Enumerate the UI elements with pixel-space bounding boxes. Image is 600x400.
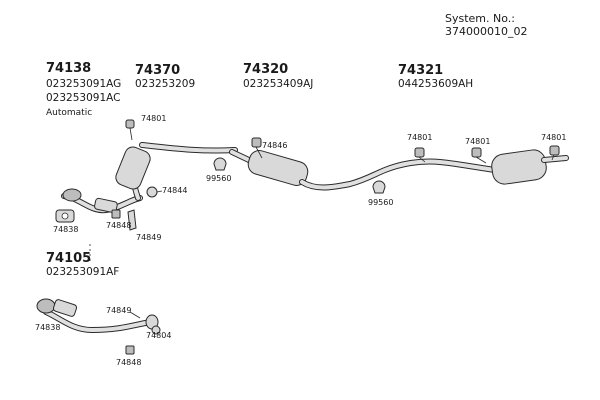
rear-silencer-74321 (491, 149, 569, 185)
callout-74801-b: 74801 (407, 133, 433, 142)
group-74138-number: 74138 (46, 61, 92, 76)
hanger-74801-d (549, 145, 560, 161)
group-74321-number: 74321 (398, 63, 444, 78)
callout-99560-b: 99560 (368, 198, 394, 207)
catalyst-body-lower (52, 299, 78, 317)
center-silencer-body (247, 150, 309, 186)
callout-74838-a: 74838 (53, 225, 79, 234)
callout-74804: 74804 (146, 331, 172, 340)
group-74105-code: 023253091AF (46, 266, 120, 278)
group-74370-code: 023253209 (135, 78, 196, 90)
gasket-74849-b (129, 311, 141, 319)
callout-74838-b: 74838 (35, 323, 61, 332)
middle-silencer-body (115, 146, 151, 190)
callout-74848-b: 74848 (116, 358, 142, 367)
group-74320-number: 74320 (243, 62, 289, 77)
gasket-74804 (151, 325, 161, 335)
callout-99560-a: 99560 (206, 174, 232, 183)
group-74370-number: 74370 (135, 63, 181, 78)
callout-74849-b: 74849 (106, 306, 132, 315)
gasket-74838-a (55, 209, 75, 223)
clamp-99560-b (372, 180, 386, 194)
catalyst-flange (62, 188, 82, 202)
callout-74801-a: 74801 (141, 114, 167, 123)
group-74320-code: 023253409AJ (243, 78, 314, 90)
group-74321-code: 044253609AH (398, 78, 474, 90)
callout-74801-c: 74801 (465, 137, 491, 146)
group-74138-note: Automatic (46, 108, 93, 118)
callout-74849-a: 74849 (136, 233, 162, 242)
center-pipe-74320 (229, 149, 498, 191)
hanger-74846 (251, 137, 263, 159)
system-number: System. No.: 374000010_02 (445, 12, 528, 38)
gasket-74844 (146, 186, 163, 198)
hanger-74801-b (414, 147, 426, 163)
bracket-74848-b (125, 345, 135, 355)
callout-74846: 74846 (262, 141, 288, 150)
group-74138-code-2: 023253091AC (46, 92, 121, 104)
clamp-99560-a (213, 157, 227, 171)
callout-74801-d: 74801 (541, 133, 567, 142)
bracket-74849-a (127, 209, 137, 231)
front-pipe-74105 (36, 298, 159, 333)
hanger-74801-c (471, 147, 487, 164)
callout-74848-a: 74848 (106, 221, 132, 230)
rear-silencer-body (491, 149, 547, 185)
catalyst-body (94, 197, 118, 214)
catalyst-flange-lower (36, 298, 56, 314)
middle-silencer-74370 (115, 142, 238, 201)
callout-74844: 74844 (162, 186, 188, 195)
front-pipe-74138 (61, 188, 143, 214)
bracket-74848-a (111, 209, 121, 219)
hanger-74801-a (125, 119, 135, 141)
group-74138-code-1: 023253091AG (46, 78, 122, 90)
group-74105-number: 74105 (46, 251, 92, 266)
